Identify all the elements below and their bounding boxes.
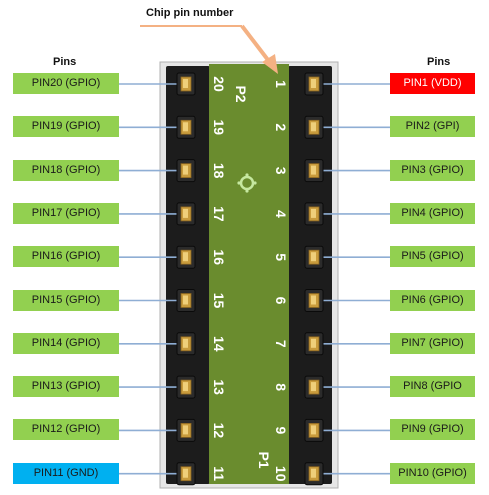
chip-pin-number-title: Chip pin number (146, 7, 234, 19)
right-pin-label: PIN7 (GPIO) (390, 332, 475, 354)
right-pin-contact-highlight (311, 122, 316, 132)
left-pin-label: PIN17 (GPIO) (13, 202, 119, 224)
right-pin-contact-highlight (311, 382, 316, 392)
left-pin-number: 16 (211, 249, 227, 265)
right-pin-contact-highlight (311, 338, 316, 348)
left-pin-contact-highlight (183, 122, 188, 132)
board-logo-dot (245, 189, 249, 193)
pcb-board (209, 64, 289, 484)
board-logo-dot (245, 173, 249, 177)
right-pin-label: PIN8 (GPIO (390, 376, 475, 398)
left-pin-label: PIN18 (GPIO) (13, 159, 119, 181)
left-pin-number: 11 (211, 466, 227, 481)
right-pin-label: PIN5 (GPIO) (390, 246, 475, 268)
left-pin-number: 13 (211, 379, 227, 395)
right-pin-number: 3 (273, 167, 289, 175)
right-pin-contact-highlight (311, 208, 316, 218)
right-pin-contact-highlight (311, 468, 316, 478)
board-name-p2: P2 (233, 85, 249, 102)
left-pin-label: PIN15 (GPIO) (13, 289, 119, 311)
right-pin-number: 5 (273, 253, 289, 261)
right-pin-number: 2 (273, 123, 289, 131)
right-pin-number: 4 (273, 210, 289, 218)
left-pin-label: PIN20 (GPIO) (13, 73, 119, 94)
right-pin-label: PIN4 (GPIO) (390, 202, 475, 224)
right-pin-number: 8 (273, 383, 289, 391)
board-logo-dot (253, 181, 257, 185)
left-pin-contact-highlight (183, 79, 188, 88)
left-pin-number: 18 (211, 163, 227, 179)
left-pin-contact-highlight (183, 425, 188, 435)
left-pin-contact-highlight (183, 468, 188, 478)
left-pin-label: PIN16 (GPIO) (13, 246, 119, 268)
board-logo-dot (237, 181, 241, 185)
right-pin-number: 9 (273, 427, 289, 435)
right-pin-number: 6 (273, 297, 289, 305)
right-pin-number: 7 (273, 340, 289, 348)
right-pin-contact-highlight (311, 295, 316, 305)
left-pin-contact-highlight (183, 165, 188, 175)
callout-arrow-shaft (240, 24, 270, 62)
left-pin-contact-highlight (183, 252, 188, 262)
left-pin-number: 15 (211, 293, 227, 309)
left-pin-label: PIN19 (GPIO) (13, 116, 119, 138)
left-pin-contact-highlight (183, 338, 188, 348)
left-pin-contact-highlight (183, 382, 188, 392)
right-pin-label: PIN9 (GPIO) (390, 419, 475, 441)
right-pin-label: PIN6 (GPIO) (390, 289, 475, 311)
right-pin-number: 1 (273, 80, 289, 88)
right-pin-contact-highlight (311, 165, 316, 175)
right-pin-contact-highlight (311, 425, 316, 435)
right-pin-label: PIN10 (GPIO) (390, 462, 475, 484)
right-pin-label: PIN2 (GPI) (390, 116, 475, 138)
left-pin-label: PIN14 (GPIO) (13, 332, 119, 354)
left-pin-label: PIN12 (GPIO) (13, 419, 119, 441)
left-pin-number: 20 (211, 76, 227, 92)
left-pin-contact-highlight (183, 208, 188, 218)
pins-header-right: Pins (427, 56, 451, 68)
right-pin-contact-highlight (311, 252, 316, 262)
right-pin-label: PIN1 (VDD) (390, 73, 475, 94)
right-pin-contact-highlight (311, 79, 316, 88)
right-pin-label: PIN3 (GPIO) (390, 159, 475, 181)
left-pin-label: PIN13 (GPIO) (13, 376, 119, 398)
pins-header-left: Pins (53, 56, 77, 68)
left-pin-number: 17 (211, 206, 227, 222)
left-pin-label: PIN11 (GND) (13, 462, 119, 484)
callout-arrow-head (262, 54, 278, 74)
board-name-p1: P1 (256, 451, 272, 468)
right-pin-number: 10 (273, 466, 289, 482)
board-logo (239, 175, 255, 191)
left-pin-number: 19 (211, 120, 227, 136)
left-pin-number: 12 (211, 423, 227, 439)
left-pin-contact-highlight (183, 295, 188, 305)
left-pin-number: 14 (211, 336, 227, 352)
